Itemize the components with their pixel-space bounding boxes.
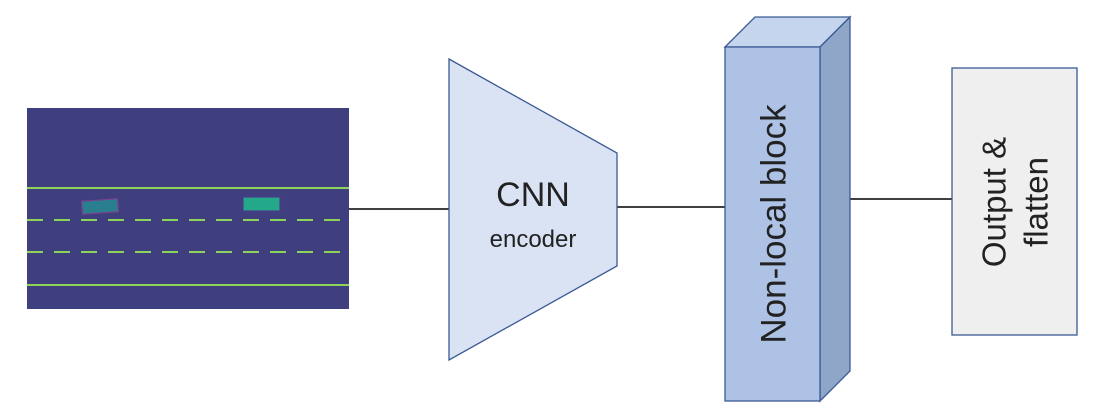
cnn-encoder-shape [448, 57, 618, 362]
output-flatten-block: Output & flatten [951, 67, 1078, 336]
non-local-side-face [819, 15, 851, 403]
vehicle-icon [242, 196, 281, 212]
output-label-line2: flatten [1018, 157, 1055, 247]
non-local-block: Non-local block [723, 15, 852, 403]
road-background [27, 108, 349, 309]
output-label-line1: Output & [976, 137, 1013, 267]
output-flatten-box [951, 67, 1078, 336]
non-local-label: Non-local block [755, 104, 794, 344]
cnn-encoder-block: CNN encoder [448, 57, 618, 362]
cnn-title: CNN [496, 176, 570, 214]
cnn-subtitle: encoder [490, 226, 577, 253]
vehicle-icon [80, 198, 120, 215]
input-road-image [27, 108, 349, 309]
non-local-front-face [724, 46, 821, 402]
